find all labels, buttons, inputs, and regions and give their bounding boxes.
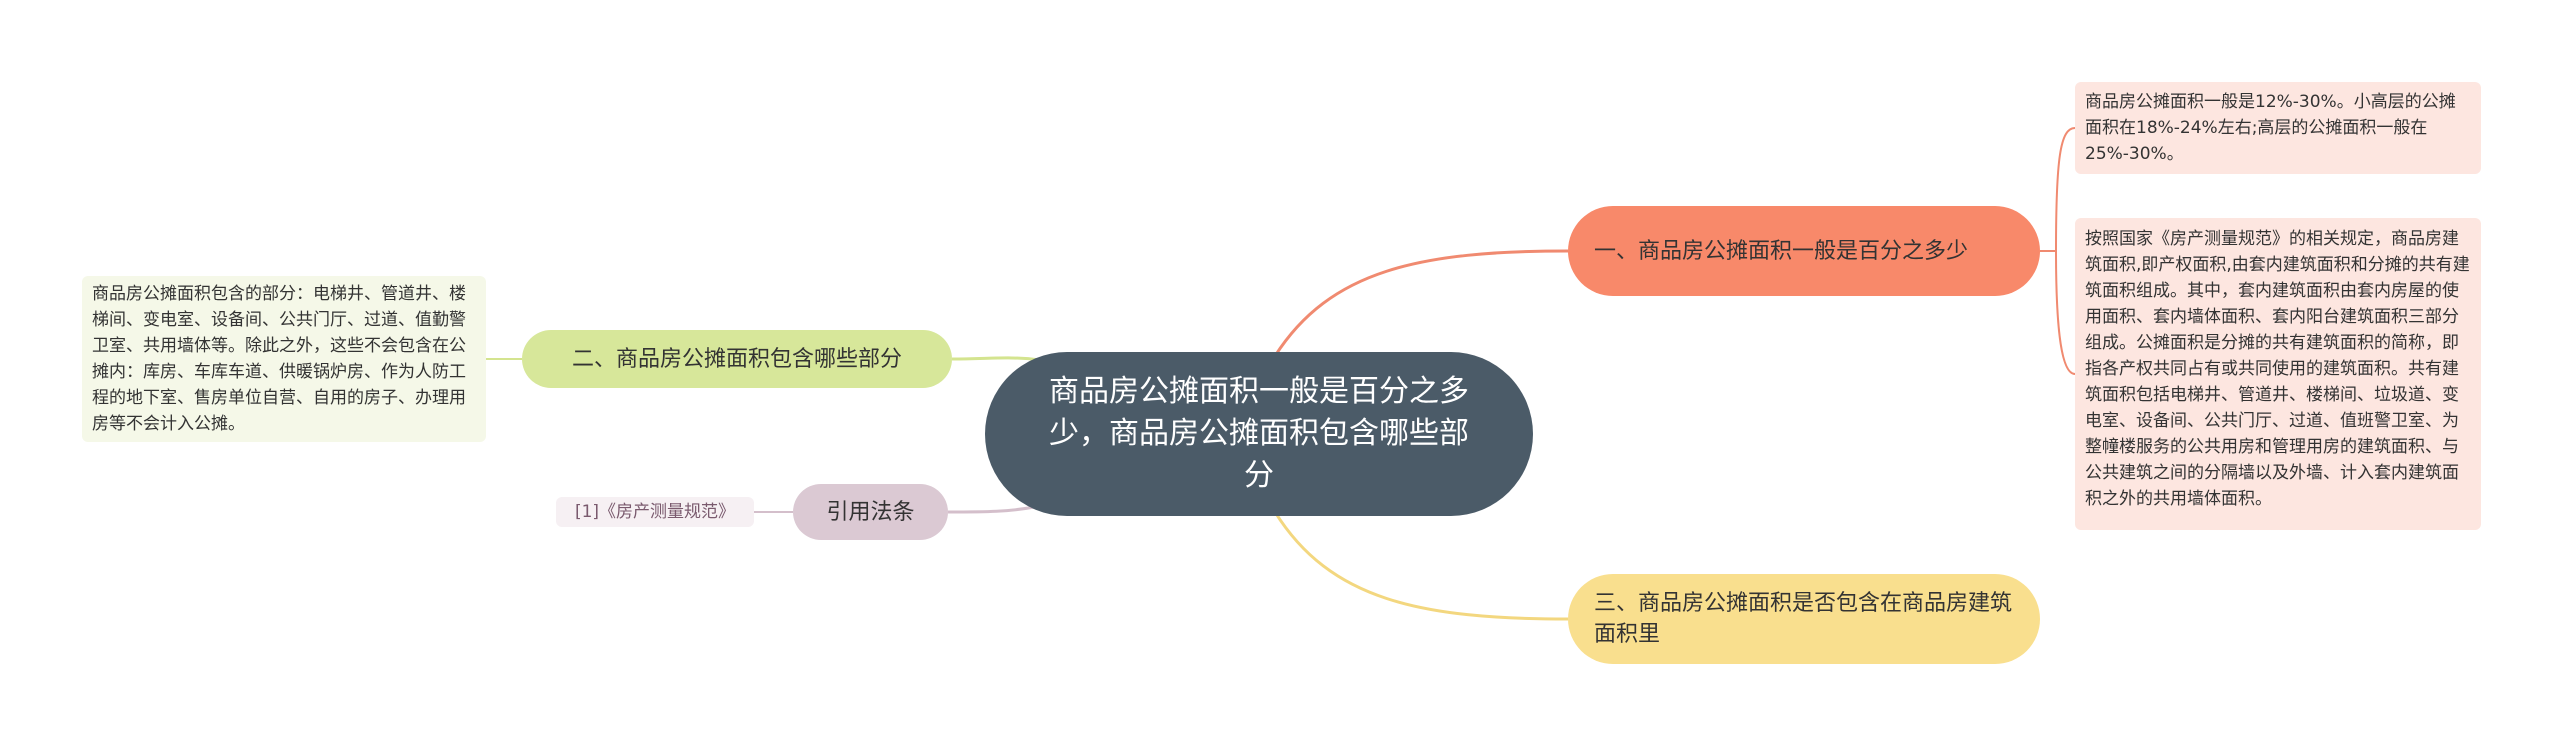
citation-reference[interactable]: [1]《房产测量规范》 xyxy=(556,497,754,527)
connector-center-to-percent xyxy=(1273,249,1569,357)
note-measurement-rule-text: 按照国家《房产测量规范》的相关规定，商品房建筑面积,即产权面积,由套内建筑面积和… xyxy=(2085,229,2470,509)
branch-percent-label: 一、商品房公摊面积一般是百分之多少 xyxy=(1594,238,1969,264)
note-measurement-rule[interactable]: 按照国家《房产测量规范》的相关规定，商品房建筑面积,即产权面积,由套内建筑面积和… xyxy=(2075,218,2481,530)
branch-citation-label: 引用法条 xyxy=(826,499,915,525)
branch-parts-label: 二、商品房公摊面积包含哪些部分 xyxy=(571,346,902,372)
note-parts-detail[interactable]: 商品房公摊面积包含的部分：电梯井、管道井、楼梯间、变电室、设备间、公共门厅、过道… xyxy=(82,276,486,442)
connector-percent-to-note-1 xyxy=(2055,127,2076,252)
connector-percent-to-note-2 xyxy=(2055,250,2076,375)
branch-parts[interactable]: 二、商品房公摊面积包含哪些部分 xyxy=(522,330,952,388)
branch-citation[interactable]: 引用法条 xyxy=(793,484,948,540)
branch-percent[interactable]: 一、商品房公摊面积一般是百分之多少 xyxy=(1568,206,2040,296)
note-percent-range-text: 商品房公摊面积一般是12%-30%。小高层的公摊面积在18%-24%左右;高层的… xyxy=(2085,92,2456,164)
central-topic-label: 商品房公摊面积一般是百分之多少，商品房公摊面积包含哪些部分 xyxy=(1049,374,1469,493)
note-parts-detail-text: 商品房公摊面积包含的部分：电梯井、管道井、楼梯间、变电室、设备间、公共门厅、过道… xyxy=(92,284,466,434)
branch-included[interactable]: 三、商品房公摊面积是否包含在商品房建筑面积里 xyxy=(1568,574,2040,664)
branch-included-label: 三、商品房公摊面积是否包含在商品房建筑面积里 xyxy=(1594,591,2013,647)
connector-center-to-included xyxy=(1273,511,1569,621)
note-percent-range[interactable]: 商品房公摊面积一般是12%-30%。小高层的公摊面积在18%-24%左右;高层的… xyxy=(2075,82,2481,174)
central-topic[interactable]: 商品房公摊面积一般是百分之多少，商品房公摊面积包含哪些部分 xyxy=(985,352,1533,516)
citation-reference-text: [1]《房产测量规范》 xyxy=(574,502,736,522)
connector-center-to-citation xyxy=(947,504,1041,514)
connector-center-to-parts xyxy=(951,356,1041,362)
